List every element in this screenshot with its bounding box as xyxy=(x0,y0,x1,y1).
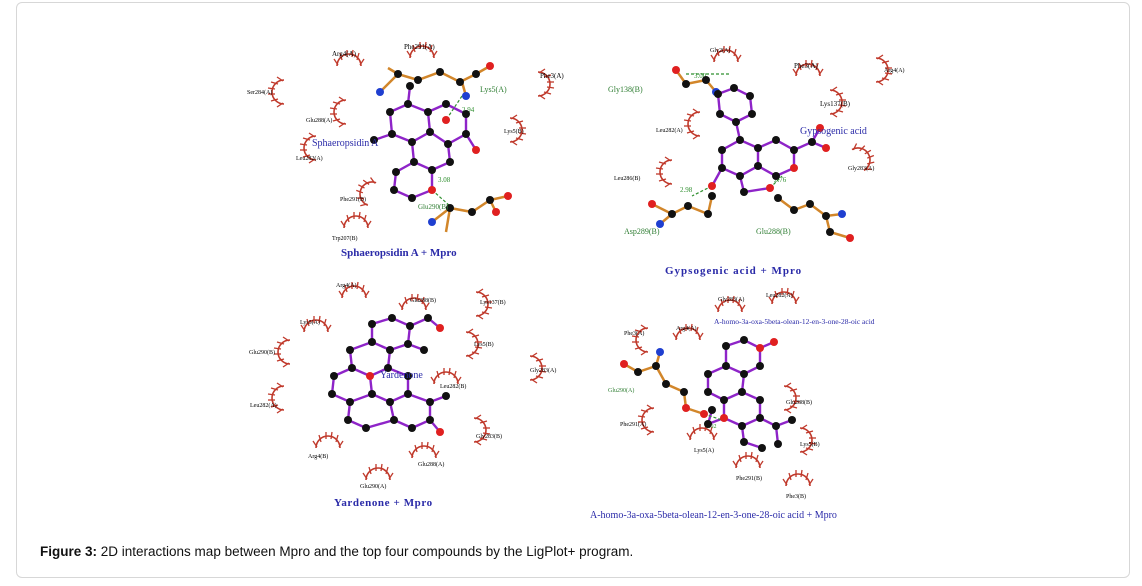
residue-label: Gly283(A) xyxy=(848,165,874,172)
atoms xyxy=(620,336,796,452)
contact-arc xyxy=(637,404,655,436)
residue-label: Phe3(A) xyxy=(624,330,644,337)
residue-label: Glu288(A) xyxy=(418,461,444,468)
residue-label: Leu282(A) xyxy=(766,292,793,299)
panel-yardenone: Arg4(A) Glu288(B) Lys137(B) Lys5(A) Glu2… xyxy=(249,281,556,509)
residue-label: Phe291(B) xyxy=(340,196,366,203)
contact-arc xyxy=(473,414,491,446)
residue-label: Leu282(A) xyxy=(250,402,277,409)
contact-arc xyxy=(430,367,462,385)
contact-arc xyxy=(655,156,673,188)
caption-text: 2D interactions map between Mpro and the… xyxy=(97,544,634,559)
residue-label: Ser284(A) xyxy=(247,89,272,96)
atoms xyxy=(370,62,512,226)
contact-arc xyxy=(732,451,764,469)
contact-arc xyxy=(408,441,440,459)
compound-label: A-homo-3a-oxa-5beta-olean-12-en-3-one-28… xyxy=(714,317,875,326)
residue-label: Arg4(A) xyxy=(332,50,357,58)
panel-title: Yardenone + Mpro xyxy=(334,497,433,509)
residue-label: Leu282(A) xyxy=(296,155,323,162)
residue-label: Lys5(A) xyxy=(694,447,714,454)
contact-arc xyxy=(312,431,344,449)
residue-label: Phe3(A) xyxy=(794,62,818,70)
residue-label: Gly283(A) xyxy=(718,296,744,303)
hbond-residue-label: Lys5(A) xyxy=(480,85,507,94)
residue-label: Glu288(B) xyxy=(410,297,436,304)
contact-arc xyxy=(799,424,817,456)
distance-label: 3.08 xyxy=(438,176,451,184)
distance-label: 2.94 xyxy=(462,106,475,114)
hbond-residue-label: Gly138(B) xyxy=(608,85,643,94)
residue-label: Lys5(A) xyxy=(300,319,320,326)
residue-label: Lys137(B) xyxy=(820,100,851,108)
panel-title: Gypsogenic acid + Mpro xyxy=(665,265,802,277)
contact-arc xyxy=(340,211,372,229)
residue-label: Phe291(A) xyxy=(404,43,435,51)
contact-arc xyxy=(783,382,801,414)
contact-arc xyxy=(351,173,378,209)
panel-a-homo: Gly283(A) Leu282(A) Phe3(A) Arg4(A) Glu2… xyxy=(590,287,875,521)
panel-sphaeropsidin: Arg4(A) Phe291(A) Phe3(A) Ser284(A) Glu2… xyxy=(247,41,564,259)
residue-label: Glu288(B) xyxy=(786,399,812,406)
residue-label: Glu290(B) xyxy=(249,349,275,356)
residue-label: Glu290(A) xyxy=(360,483,386,490)
compound-label: Gypsogenic acid xyxy=(800,126,867,137)
distance-label: 2.98 xyxy=(680,186,693,194)
residue-label: Lys137(B) xyxy=(480,299,506,306)
residue-label: Arg4(A) xyxy=(336,282,357,289)
hbond-residue-label: Glu290(B) xyxy=(418,203,449,211)
residue-label: Arg4(B) xyxy=(308,453,328,460)
distance-label: 3.00 xyxy=(694,72,707,80)
atoms xyxy=(648,66,854,242)
residue-label: Leu282(B) xyxy=(440,383,466,390)
hbond-lines xyxy=(431,95,463,207)
caption-label: Figure 3: xyxy=(40,544,98,559)
panel-title: Sphaeropsidin A + Mpro xyxy=(341,247,457,259)
ligand-bonds xyxy=(373,85,478,200)
residue-label: Lys5(B) xyxy=(474,341,494,348)
compound-label: Sphaeropsidin A xyxy=(312,138,379,149)
hbond-lines xyxy=(686,73,783,197)
residue-label: Phe3(B) xyxy=(786,493,806,500)
panel-gypsogenic: Gly2(A) Phe3(A) Arg4(A) Lys137(B) Leu282… xyxy=(608,45,905,277)
residue-label: Gly283(A) xyxy=(530,367,556,374)
contact-arc xyxy=(631,324,649,356)
hbond-lines xyxy=(703,413,723,421)
residue-label: Trp207(B) xyxy=(332,235,357,242)
compound-label: Yardenone xyxy=(380,370,423,381)
figure-frame xyxy=(16,2,1130,578)
residue-label: Phe3(A) xyxy=(540,72,564,80)
ligand-bonds xyxy=(706,338,793,450)
contact-arc xyxy=(683,108,701,140)
residue-label: Gly283(B) xyxy=(476,433,502,440)
atoms xyxy=(328,314,450,436)
residue-label: Glu288(A) xyxy=(306,117,332,124)
hbond-residue-label: Asp289(B) xyxy=(624,227,660,236)
residue-label: Leu282(A) xyxy=(656,127,683,134)
contact-arc xyxy=(273,336,291,368)
hbond-residue-label: Glu288(B) xyxy=(756,227,791,236)
residue-label: Phe291(A) xyxy=(620,421,646,428)
distance-label: 2.92 xyxy=(706,424,717,430)
residue-label: Leu286(B) xyxy=(614,175,640,182)
contact-arc xyxy=(782,469,814,487)
contact-arc xyxy=(362,463,394,481)
distance-label: 2.76 xyxy=(774,176,787,184)
residue-label: Arg4(A) xyxy=(676,325,697,332)
figure-caption: Figure 3: 2D interactions map between Mp… xyxy=(40,544,633,559)
residue-label: Arg4(A) xyxy=(884,67,905,74)
residue-label: Lys5(B) xyxy=(504,128,524,135)
panel-title: A-homo-3a-oxa-5beta-olean-12-en-3-one-28… xyxy=(590,510,837,521)
contact-arc xyxy=(329,96,347,128)
residue-label: Gly2(A) xyxy=(710,47,730,54)
residue-label: Lys5(B) xyxy=(800,441,820,448)
residue-label: Phe291(B) xyxy=(736,475,762,482)
hbond-residue-label: Glu290(A) xyxy=(608,387,634,394)
